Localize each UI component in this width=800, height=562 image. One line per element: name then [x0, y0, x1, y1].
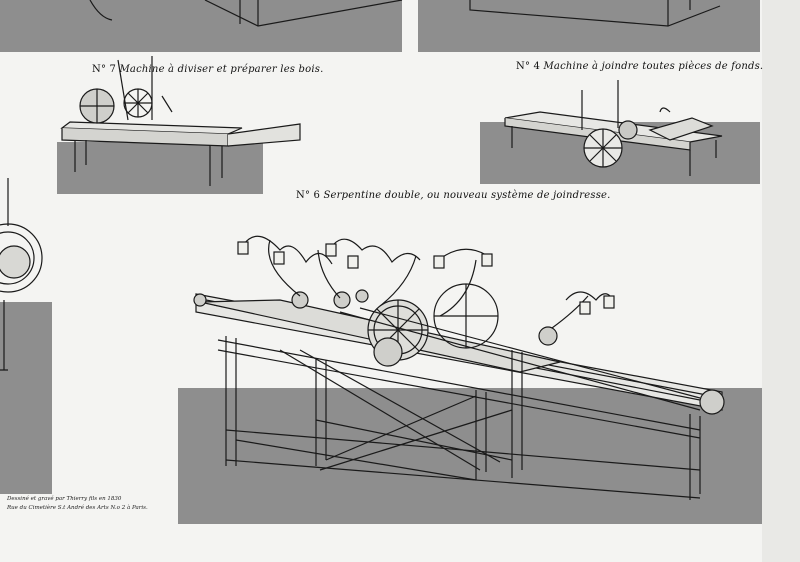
engraver-credit-line-2: Rue du Cimetière S.t André des Arts N.o …: [7, 505, 148, 511]
machine-6-hanging-weights: [237, 241, 615, 315]
caption-machine-7-number: N° 7: [92, 64, 117, 75]
caption-machine-4-number: N° 4: [516, 61, 541, 72]
left-flywheel-fragment: [0, 178, 43, 371]
ground-panel-top-left: [0, 0, 402, 52]
caption-machine-6-text: Serpentine double, ou nouveau système de…: [323, 190, 611, 201]
ground-panel-machine-6: [178, 388, 762, 524]
caption-machine-4: N° 4 Machine à joindre toutes pièces de …: [516, 61, 763, 72]
caption-machine-7: N° 7 Machine à diviser et préparer les b…: [92, 64, 323, 75]
machine-4-joining-machine: [504, 80, 723, 176]
top-right-machine-fragment: [469, 0, 721, 27]
machine-6-double-serpentine: [193, 235, 725, 500]
caption-machine-4-text: Machine à joindre toutes pièces de fonds…: [543, 61, 764, 72]
ground-panel-machine-7: [57, 142, 263, 194]
paper-edge: [762, 0, 800, 562]
caption-machine-6-number: N° 6: [296, 190, 321, 201]
ground-panel-top-right: [418, 0, 760, 52]
caption-machine-7-text: Machine à diviser et préparer les bois.: [119, 64, 324, 75]
top-left-machine-fragment: [89, 0, 403, 27]
caption-machine-6: N° 6 Serpentine double, ou nouveau systè…: [296, 190, 611, 201]
ground-panel-left-wheel: [0, 302, 52, 494]
machine-7-saw-table: [60, 56, 301, 186]
engraver-credit-line-1: Dessiné et gravé par Thierry fils en 183…: [7, 496, 122, 502]
